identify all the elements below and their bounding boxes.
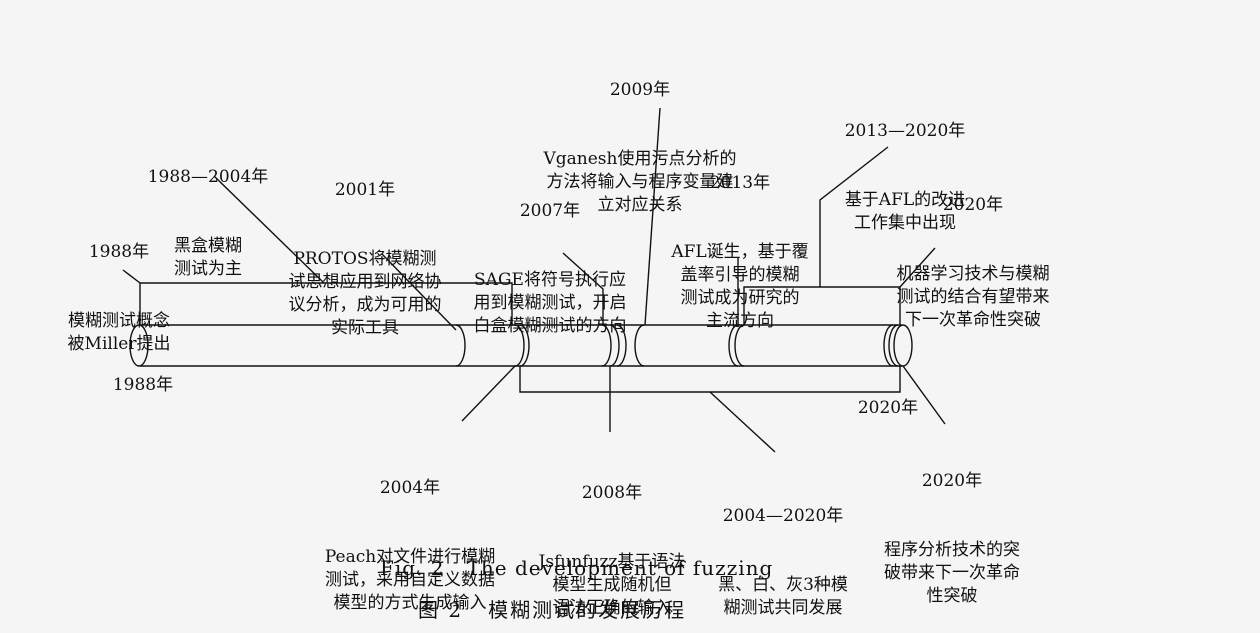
- leader-2020-ml: [899, 247, 936, 288]
- event-2008: 2008年 Jsfunfuzz基于语法 模型生成随机但 语法正确的输入: [522, 436, 702, 633]
- event-1988: 1988年 模糊测试概念 被Miller提出: [44, 195, 194, 379]
- event-2008-year: 2008年: [581, 483, 643, 503]
- segment-2013: [728, 324, 739, 367]
- caption-english: Fig. 2 The development of fuzzing: [380, 556, 774, 580]
- event-2001-year: 2001年: [334, 180, 396, 200]
- segment-2009: [634, 324, 645, 367]
- event-2007-year: 2007年: [519, 201, 581, 221]
- event-1988-year: 1988年: [88, 242, 150, 262]
- event-2004-2020: 2004—2020年 黑、白、灰3种模 糊测试共同发展: [698, 459, 868, 633]
- leader-2007: [562, 252, 604, 325]
- event-1988-2004-year: 1988—2004年: [147, 167, 269, 187]
- segment-2004: [514, 324, 525, 367]
- bracket-1988-2004: [139, 282, 513, 325]
- leader-2020-pa: [902, 365, 946, 425]
- bracket-2013-2020: [743, 286, 901, 325]
- event-2020-pa: 2020年 程序分析技术的突 破带来下一次革命 性突破: [862, 424, 1042, 631]
- event-2020-ml-year: 2020年: [942, 195, 1004, 215]
- event-2008-text: Jsfunfuzz基于语法 模型生成随机但 语法正确的输入: [538, 552, 686, 618]
- segment-2008: [609, 324, 620, 367]
- event-2004-year: 2004年: [379, 478, 441, 498]
- event-2007-text: SAGE将符号执行应 用到模糊测试，开启 白盒模糊测试的方向: [473, 270, 627, 336]
- event-2013-year: 2013年: [709, 173, 771, 193]
- event-2013-2020-year: 2013—2020年: [844, 121, 966, 141]
- event-2009-year: 2009年: [609, 80, 671, 100]
- caption-chinese: 图 2 模糊测试的发展历程: [418, 598, 687, 622]
- segment-2001: [455, 324, 466, 367]
- event-2020-ml-text: 机器学习技术与模糊 测试的结合有望带来 下一次革命性突破: [896, 264, 1050, 330]
- timeline-start-cap: [129, 324, 149, 367]
- event-2004-2020-text: 黑、白、灰3种模 糊测试共同发展: [718, 575, 848, 618]
- event-2004-2020-year: 2004—2020年: [722, 506, 844, 526]
- event-2020-pa-year: 2020年: [921, 471, 983, 491]
- event-2020-pa-text: 程序分析技术的突 破带来下一次革命 性突破: [884, 540, 1020, 606]
- event-2007: 2007年 SAGE将符号执行应 用到模糊测试，开启 白盒模糊测试的方向: [455, 154, 645, 361]
- leader-2004: [461, 365, 516, 422]
- event-2009: 2009年 Vganesh使用污点分析的 方法将输入与程序变量建 立对应关系: [525, 33, 755, 240]
- event-2020-ml: 2020年 机器学习技术与模糊 测试的结合有望带来 下一次革命性突破: [878, 148, 1068, 355]
- event-2004: 2004年 Peach对文件进行模糊 测试，采用自定义数据 模型的方式生成输入: [310, 431, 510, 633]
- event-1988-2004: 1988—2004年 黑盒模糊 测试为主: [128, 120, 288, 304]
- leader-2009: [644, 107, 661, 326]
- event-2013-2020-text: 基于AFL的改进 工作集中出现: [844, 190, 966, 233]
- axis-start-label: 1988年: [112, 375, 174, 395]
- bracket-2004-2020: [519, 366, 901, 393]
- event-2009-text: Vganesh使用污点分析的 方法将输入与程序变量建 立对应关系: [543, 149, 737, 215]
- event-1988-2004-text: 黑盒模糊 测试为主: [174, 236, 242, 279]
- event-2001: 2001年 PROTOS将模糊测 试思想应用到网络协 议分析，成为可用的 实际工…: [270, 133, 460, 363]
- segment-2007: [601, 324, 612, 367]
- event-2013: 2013年 AFL诞生，基于覆 盖率引导的模糊 测试成为研究的 主流方向: [655, 126, 825, 356]
- event-2013-text: AFL诞生，基于覆 盖率引导的模糊 测试成为研究的 主流方向: [671, 242, 809, 331]
- event-2001-text: PROTOS将模糊测 试思想应用到网络协 议分析，成为可用的 实际工具: [288, 249, 442, 338]
- event-1988-text: 模糊测试概念 被Miller提出: [67, 311, 171, 354]
- event-2013-2020: 2013—2020年 基于AFL的改进 工作集中出现: [815, 74, 995, 258]
- event-2004-text: Peach对文件进行模糊 测试，采用自定义数据 模型的方式生成输入: [324, 547, 496, 613]
- leader-2001: [381, 253, 457, 331]
- axis-end-label: 2020年: [857, 398, 919, 418]
